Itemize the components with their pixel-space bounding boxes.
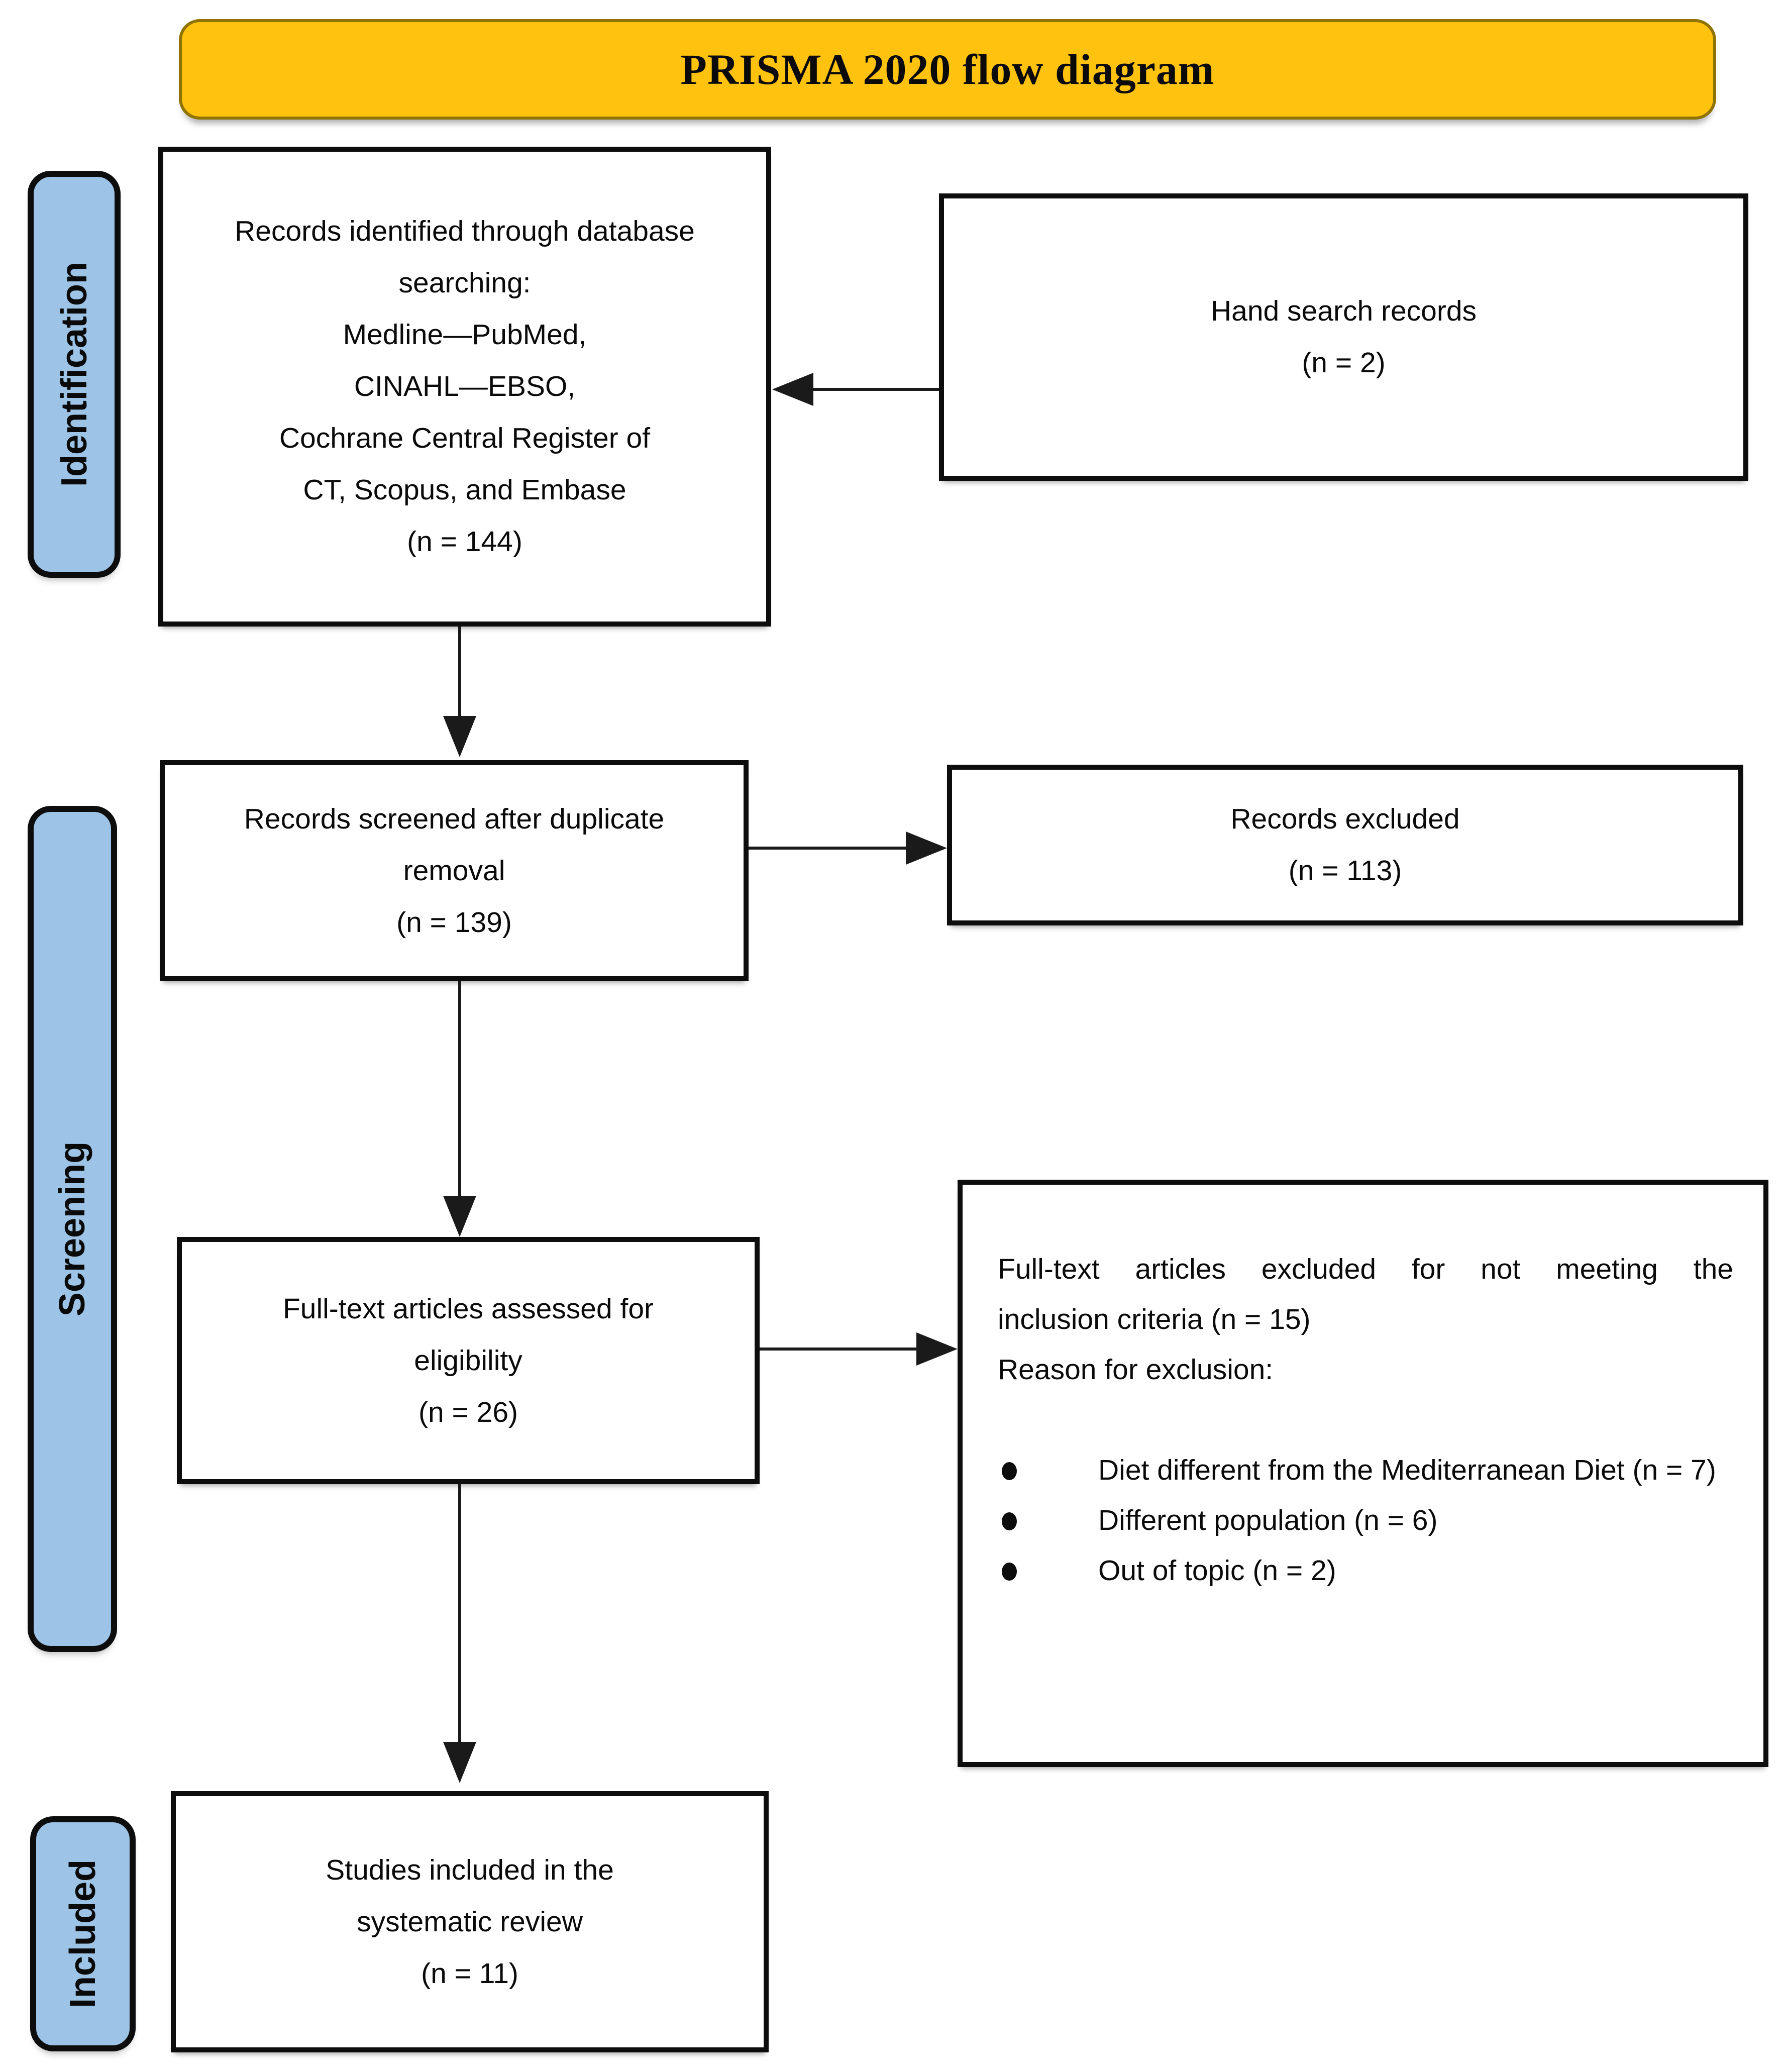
fulltext-assessed-line: eligibility	[414, 1344, 522, 1377]
arrow-handsearch-to-identified-shaft	[812, 388, 939, 391]
arrow-screened-to-fulltext-head	[443, 1196, 476, 1237]
hand-search-count: (n = 2)	[1302, 347, 1386, 379]
reason-label: Out of topic	[1098, 1555, 1245, 1587]
records-identified-line: Records identified through database	[235, 215, 695, 247]
fulltext-assessed-line: Full-text articles assessed for	[282, 1292, 654, 1325]
bullet-icon	[998, 1445, 1098, 1480]
reason-count: (n = 6)	[1354, 1504, 1438, 1536]
records-identified-line: searching:	[398, 267, 531, 299]
fulltext-excluded-reason-label: Reason for exclusion:	[998, 1354, 1274, 1386]
studies-included-line: systematic review	[357, 1905, 583, 1938]
arrow-identified-to-screened-head	[443, 716, 476, 757]
hand-search-line: Hand search records	[1210, 295, 1477, 327]
reason-count: (n = 2)	[1252, 1555, 1336, 1587]
arrow-fulltext-to-included-shaft	[458, 1484, 461, 1743]
box-studies-included: Studies included in the systematic revie…	[171, 1791, 769, 2052]
stage-included-label: Included	[63, 1859, 103, 2009]
arrow-screened-to-fulltext-shaft	[458, 981, 461, 1197]
records-screened-line: Records screened after duplicate	[244, 802, 665, 835]
arrow-screened-to-excluded-shaft	[749, 847, 908, 850]
records-identified-line: Cochrane Central Register of	[279, 422, 651, 454]
records-excluded-count: (n = 113)	[1288, 855, 1402, 887]
reason-label: Different population	[1098, 1504, 1346, 1536]
exclusion-reason-text: Out of topic (n = 2)	[1098, 1545, 1733, 1596]
exclusion-reason-item: Out of topic (n = 2)	[998, 1545, 1733, 1596]
fulltext-excluded-intro-line2: inclusion criteria (n = 15)	[998, 1303, 1311, 1335]
arrow-identified-to-screened-shaft	[458, 627, 461, 717]
records-identified-line: CT, Scopus, and Embase	[303, 474, 626, 506]
exclusion-reason-text: Different population (n = 6)	[1098, 1495, 1733, 1545]
records-identified-line: CINAHL—EBSO,	[354, 370, 576, 402]
stage-included: Included	[30, 1816, 136, 2051]
records-identified-count: (n = 144)	[407, 526, 522, 558]
fulltext-assessed-count: (n = 26)	[418, 1396, 518, 1428]
exclusion-reason-text: Diet different from the Mediterranean Di…	[1098, 1445, 1733, 1495]
bullet-icon	[998, 1495, 1098, 1530]
arrow-fulltext-to-excluded-shaft	[760, 1348, 918, 1351]
diagram-title: PRISMA 2020 flow diagram	[680, 45, 1215, 93]
arrow-handsearch-to-identified-head	[772, 373, 813, 406]
box-fulltext-assessed: Full-text articles assessed for eligibil…	[177, 1237, 760, 1484]
spacer	[998, 1395, 1733, 1445]
reason-count: (n = 7)	[1632, 1454, 1716, 1486]
exclusion-reason-item: Different population (n = 6)	[998, 1495, 1733, 1545]
records-screened-line: removal	[403, 854, 505, 887]
box-records-identified: Records identified through database sear…	[158, 147, 771, 627]
box-records-excluded: Records excluded (n = 113)	[947, 765, 1743, 925]
records-screened-count: (n = 139)	[396, 906, 512, 939]
diagram-title-banner: PRISMA 2020 flow diagram	[179, 19, 1716, 120]
reason-label: Diet different from the Mediterranean Di…	[1098, 1454, 1625, 1486]
box-records-screened: Records screened after duplicate removal…	[160, 760, 749, 981]
arrow-screened-to-excluded-head	[906, 832, 947, 865]
stage-identification: Identification	[28, 171, 121, 578]
studies-included-line: Studies included in the	[326, 1853, 614, 1886]
fulltext-excluded-intro-line1: Full-text articles excluded for not meet…	[998, 1253, 1733, 1285]
box-fulltext-excluded: Full-text articles excluded for not meet…	[958, 1180, 1768, 1767]
studies-included-count: (n = 11)	[421, 1957, 518, 1990]
arrow-fulltext-to-excluded-head	[916, 1332, 958, 1366]
arrow-fulltext-to-included-head	[443, 1742, 476, 1783]
box-hand-search: Hand search records (n = 2)	[939, 193, 1748, 481]
records-identified-line: Medline—PubMed,	[343, 319, 587, 351]
records-excluded-line: Records excluded	[1230, 803, 1460, 835]
stage-screening-label: Screening	[52, 1141, 92, 1317]
bullet-icon	[998, 1545, 1098, 1581]
stage-screening: Screening	[28, 806, 117, 1652]
exclusion-reason-item: Diet different from the Mediterranean Di…	[998, 1445, 1733, 1495]
stage-identification-label: Identification	[54, 262, 94, 487]
